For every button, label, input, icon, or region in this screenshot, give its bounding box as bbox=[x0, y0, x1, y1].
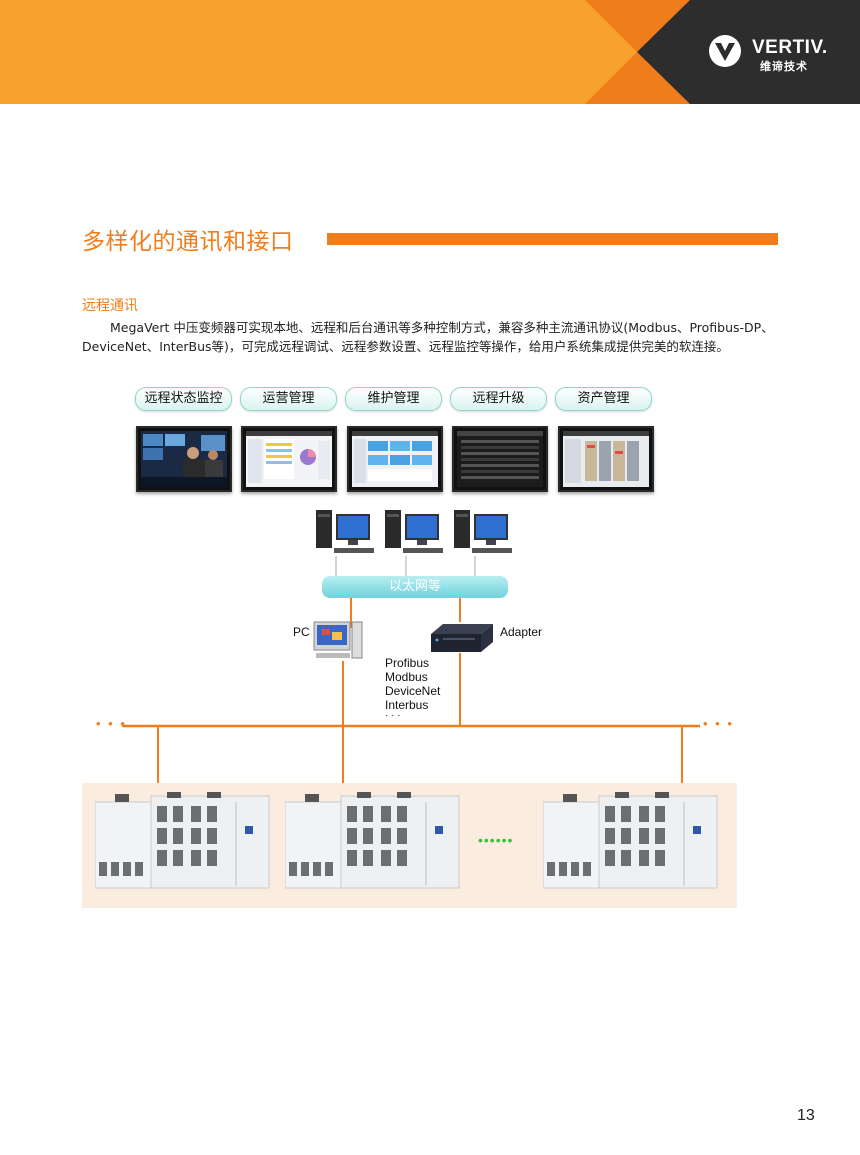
workstation-computer-icon bbox=[385, 510, 443, 553]
bus-left-ellipsis: • • • bbox=[96, 716, 127, 731]
function-pill: 远程状态监控 bbox=[135, 387, 232, 411]
adapter-device-icon bbox=[431, 624, 493, 652]
protocol-item: Interbus bbox=[385, 698, 429, 712]
maintenance-screenshot bbox=[347, 426, 443, 492]
protocol-list: Profibus Modbus DeviceNet Interbus · · · bbox=[385, 656, 441, 721]
communication-diagram: 远程状态监控 运营管理 维护管理 远程升级 资产管理 bbox=[0, 380, 860, 920]
drive-cabinet-icon bbox=[95, 792, 270, 889]
bus-right-ellipsis: • • • bbox=[703, 716, 734, 731]
operations-screenshot bbox=[241, 426, 337, 492]
protocol-item: Profibus bbox=[385, 656, 430, 670]
title-underline-bar bbox=[327, 233, 778, 245]
protocol-item: Modbus bbox=[385, 670, 428, 684]
page-header: VERTIV. 维谛技术 bbox=[0, 0, 860, 104]
protocol-item: DeviceNet bbox=[385, 684, 441, 698]
monitoring-room-photo bbox=[136, 426, 232, 492]
function-pill: 资产管理 bbox=[555, 387, 652, 411]
function-pill: 远程升级 bbox=[450, 387, 547, 411]
function-pill: 维护管理 bbox=[345, 387, 442, 411]
drive-cabinet-icon bbox=[285, 792, 460, 889]
brand-chinese: 维谛技术 bbox=[760, 60, 808, 73]
upgrade-screenshot bbox=[452, 426, 548, 492]
section-paragraph: MegaVert 中压变频器可实现本地、远程和后台通讯等多种控制方式，兼容多种主… bbox=[82, 320, 774, 354]
ethernet-bar: 以太网等 bbox=[322, 576, 508, 598]
drive-cabinet-icon bbox=[543, 792, 718, 889]
pc-label: PC bbox=[293, 625, 310, 639]
pc-computer-icon bbox=[313, 621, 363, 659]
brand-wordmark: VERTIV. bbox=[752, 37, 828, 58]
section-subtitle: 远程通讯 bbox=[82, 298, 138, 314]
adapter-label: Adapter bbox=[500, 625, 543, 639]
page-number: 13 bbox=[797, 1107, 815, 1124]
protocol-item: · · · bbox=[385, 710, 401, 721]
cabinet-ellipsis: •••••• bbox=[478, 832, 514, 848]
vertiv-mark-icon bbox=[709, 35, 741, 67]
section-title: 多样化的通讯和接口 bbox=[82, 229, 294, 255]
vertiv-logo: VERTIV. 维谛技术 bbox=[708, 34, 838, 78]
workstation-computer-icon bbox=[316, 510, 374, 553]
function-pill: 运营管理 bbox=[240, 387, 337, 411]
asset-screenshot bbox=[558, 426, 654, 492]
workstation-computer-icon bbox=[454, 510, 512, 553]
